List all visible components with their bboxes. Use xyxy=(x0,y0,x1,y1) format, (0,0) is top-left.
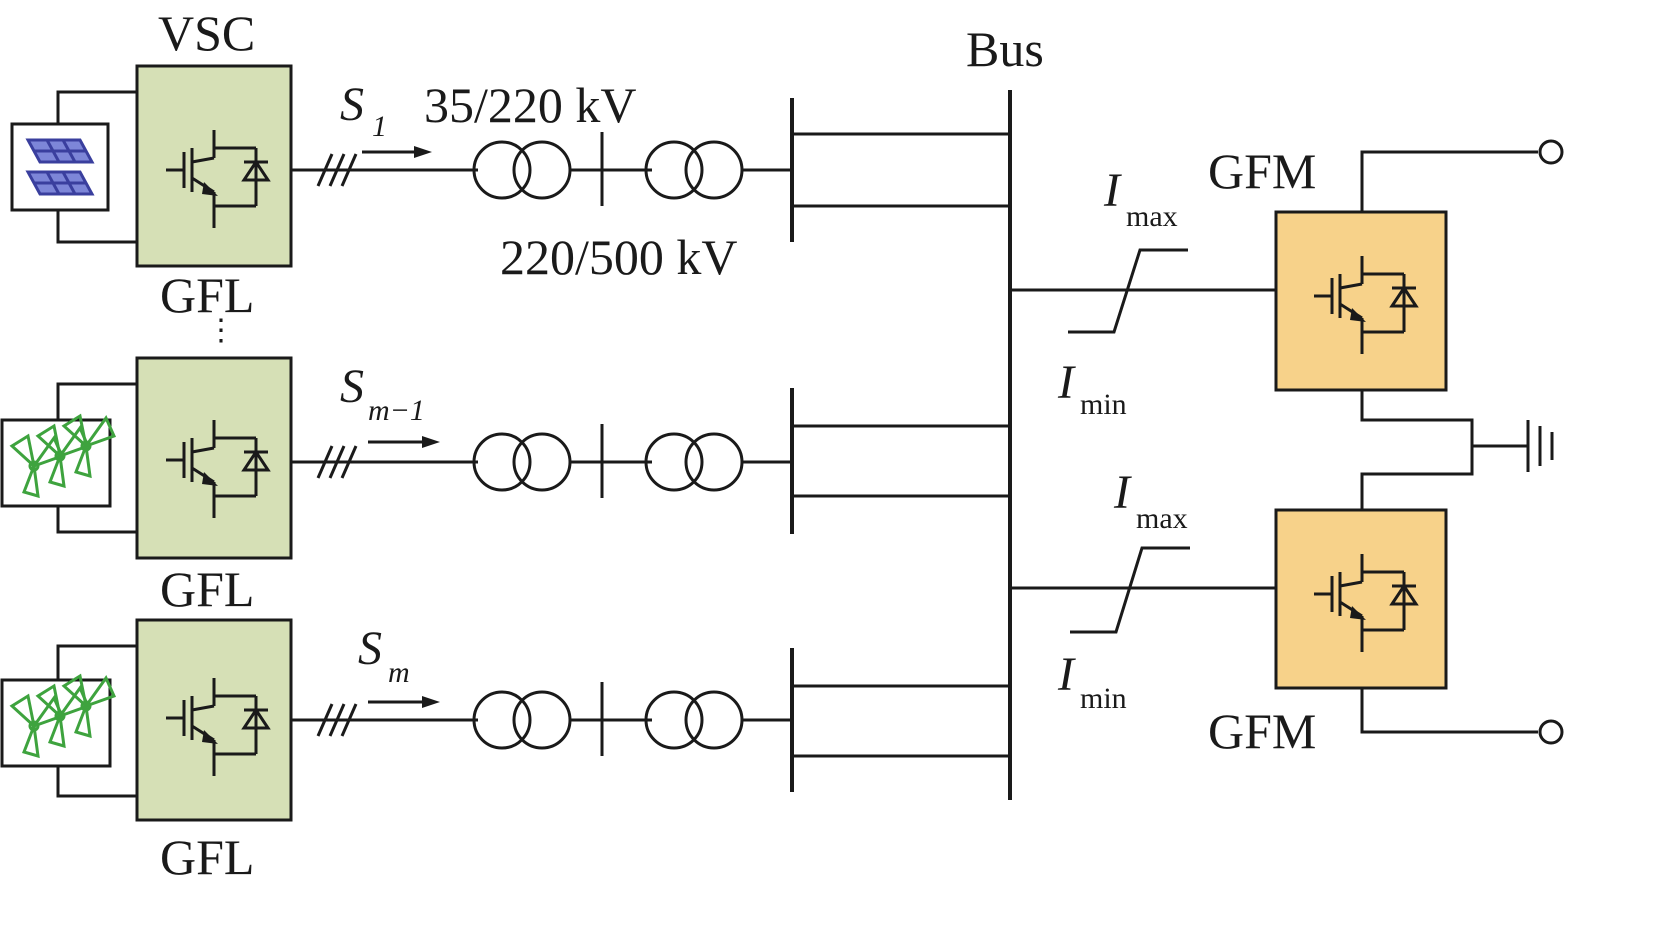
ground-connection xyxy=(1360,390,1554,510)
three-phase-marker xyxy=(316,153,358,187)
vsc-label: VSC xyxy=(158,5,255,61)
stream-sm-subscript: m xyxy=(388,656,410,689)
power-flow-arrow xyxy=(368,696,440,708)
current-limiter-icon xyxy=(1070,546,1190,634)
gfm-converter-1 xyxy=(1274,210,1448,392)
imin-subscript: min xyxy=(1080,388,1127,421)
imin-symbol: I xyxy=(1057,648,1076,701)
imax-subscript: max xyxy=(1126,200,1178,233)
transformer-icon xyxy=(644,690,744,750)
vsc-converter-1 xyxy=(135,64,293,268)
transformer-icon xyxy=(644,432,744,492)
ellipsis: ⋮ xyxy=(206,314,236,347)
transformer-icon xyxy=(472,432,572,492)
gfm-converter-2 xyxy=(1274,508,1448,690)
imax-subscript: max xyxy=(1136,502,1188,535)
solar-panel-cells xyxy=(25,138,95,196)
three-phase-marker xyxy=(316,703,358,737)
bus-label: Bus xyxy=(966,21,1044,77)
stream-s1-symbol: S xyxy=(340,78,364,131)
solar-panel-icon xyxy=(10,122,110,212)
transformer-icon xyxy=(472,690,572,750)
stream-sm-symbol: S xyxy=(358,622,382,675)
vsc-converter-2 xyxy=(135,356,293,560)
source-row-2: S m−1 GFL xyxy=(0,356,1008,617)
power-flow-arrow xyxy=(362,146,432,158)
transformer-icon xyxy=(644,140,744,200)
terminal-icon xyxy=(1538,139,1564,165)
gfm-unit-1: GFM I max I min xyxy=(1010,139,1564,421)
stream-sm1-subscript: m−1 xyxy=(368,394,425,427)
power-flow-arrow xyxy=(368,436,440,448)
gfl-label-3: GFL xyxy=(160,829,254,885)
imax-symbol: I xyxy=(1103,164,1122,217)
three-phase-marker xyxy=(316,445,358,479)
gfm-label-2: GFM xyxy=(1208,703,1316,759)
stream-sm1-symbol: S xyxy=(340,360,364,413)
stream-s1-subscript: 1 xyxy=(372,110,387,143)
gfm-label-1: GFM xyxy=(1208,143,1316,199)
gfl-label-1: GFL xyxy=(160,267,254,323)
transformer-icon xyxy=(472,140,572,200)
terminal-icon xyxy=(1538,719,1564,745)
transformer-top-label: 35/220 kV xyxy=(424,77,637,133)
gfm-unit-2: I max I min GFM xyxy=(1010,466,1564,759)
source-row-3: S m GFL xyxy=(0,618,1008,885)
transformer-bottom-label: 220/500 kV xyxy=(500,229,738,285)
imin-subscript: min xyxy=(1080,682,1127,715)
imax-symbol: I xyxy=(1113,466,1132,519)
imin-symbol: I xyxy=(1057,356,1076,409)
current-limiter-icon xyxy=(1068,248,1188,334)
source-row-1: S 1 35/220 kV 220/500 kV GFL xyxy=(10,64,1008,323)
vsc-converter-3 xyxy=(135,618,293,822)
gfl-label-2: GFL xyxy=(160,561,254,617)
